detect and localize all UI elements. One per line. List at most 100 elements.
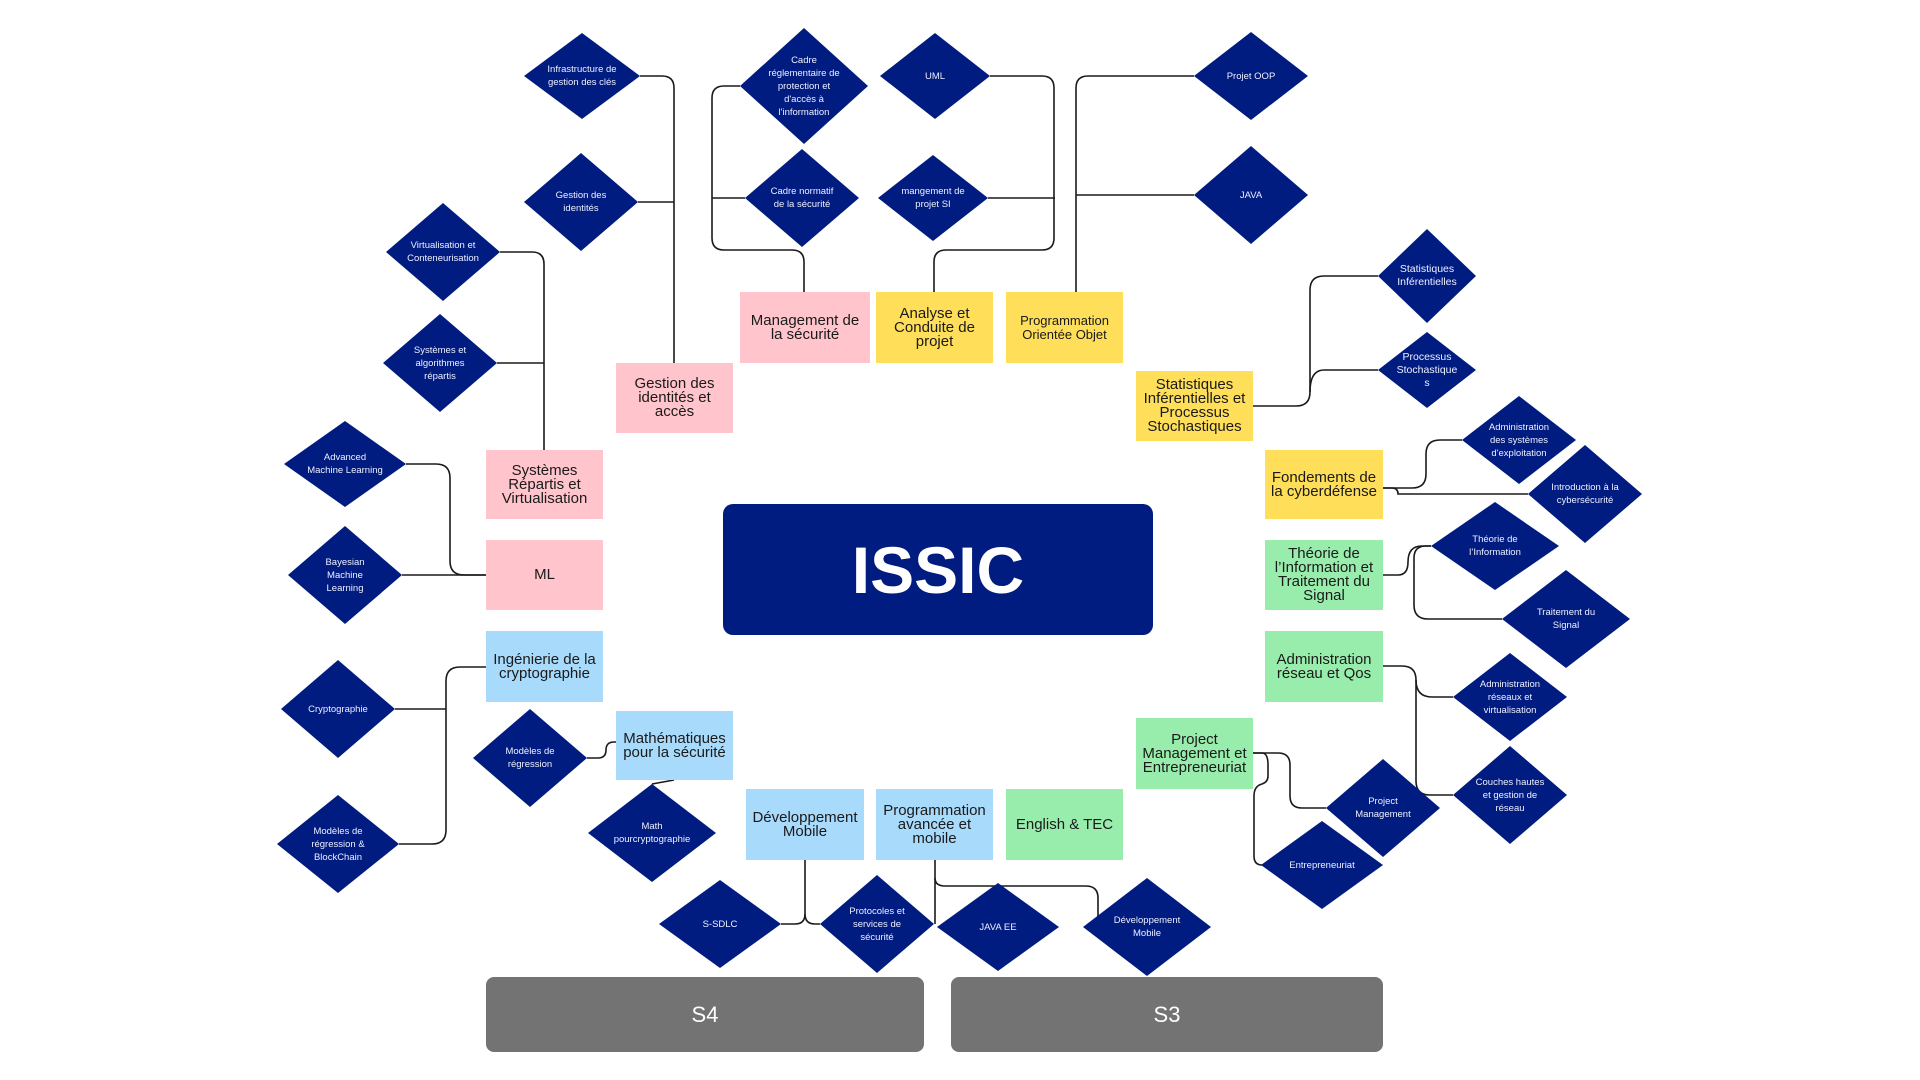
diamond-shape: [745, 149, 859, 247]
diamond-shape: [740, 28, 868, 144]
diamond-shape: [1261, 821, 1383, 909]
diamond-shape: [383, 314, 497, 412]
diamond-shape: [1194, 32, 1308, 120]
diamond-shape: [820, 875, 934, 973]
connector: [1075, 75, 1194, 292]
connector: [711, 85, 805, 292]
diamond-shape: [1453, 653, 1567, 741]
element-label: Infrastructure de gestion des clés: [547, 64, 617, 88]
diamond-shape: [1462, 396, 1576, 484]
diamond-shape: [288, 526, 402, 624]
element-label: Cadre réglementaire de protection et d'a…: [768, 54, 840, 118]
diamond-shape: [277, 795, 399, 893]
connector: [651, 779, 675, 785]
element-label: Traitement du Signal: [1536, 607, 1596, 631]
element-java-ee: JAVA EE: [937, 883, 1059, 971]
connector: [933, 75, 1055, 292]
connector: [406, 463, 486, 576]
element-label: Advanced Machine Learning: [307, 452, 383, 476]
element-label: Processus Stochastiques: [1396, 350, 1458, 389]
semester-s3-bar: S3: [951, 977, 1383, 1052]
diamond-shape: [878, 155, 988, 241]
connector: [1253, 275, 1378, 407]
element-systemes-algo: Systèmes et algorithmes répartis: [383, 314, 497, 412]
semester-s4-label: S4: [691, 1001, 719, 1027]
module-project-management: Project Management et Entrepreneuriat: [1136, 718, 1253, 789]
connector: [500, 251, 545, 450]
module-label: Mathématiques pour la sécurité: [623, 729, 726, 761]
element-advanced-ml: Advanced Machine Learning: [284, 421, 406, 507]
element-label: Développement Mobile: [1113, 915, 1181, 939]
element-processus-stochastiques: Processus Stochastiques: [1378, 332, 1476, 408]
diamond-shape: [659, 880, 781, 968]
module-label: Ingénierie de la cryptographie: [493, 650, 596, 682]
module-label: Systèmes Répartis et Virtualisation: [501, 461, 588, 507]
module-label: Management de la sécurité: [750, 311, 860, 343]
diamond-shape: [524, 153, 638, 251]
module-ingenierie-crypto: Ingénierie de la cryptographie: [486, 631, 603, 702]
element-projet-oop: Projet OOP: [1194, 32, 1308, 120]
element-label: Cadre normatif de la sécurité: [770, 186, 834, 210]
element-label: Entrepreneuriat: [1289, 859, 1355, 871]
element-label: Administration réseaux et virtualisation: [1479, 678, 1541, 716]
diamond-shape: [1194, 146, 1308, 244]
element-cadre-reglementaire: Cadre réglementaire de protection et d'a…: [740, 28, 868, 144]
module-theorie-information: Théorie de l’Information et Traitement d…: [1265, 540, 1383, 610]
element-label: Bayesian Machine Learning: [325, 556, 365, 594]
module-developpement-mobile: Développement Mobile: [746, 789, 864, 860]
module-label: Project Management et Entrepreneuriat: [1142, 730, 1247, 776]
diamond-shape: [1528, 445, 1642, 543]
module-label: Programmation Orientée Objet: [1020, 312, 1109, 342]
connector: [781, 860, 806, 925]
element-label: Gestion des identités: [555, 190, 607, 214]
element-theorie-info: Théorie de l’Information: [1431, 502, 1559, 590]
element-label: UML: [924, 70, 946, 82]
element-cryptographie: Cryptographie: [281, 660, 395, 758]
module-label: Administration réseau et Qos: [1276, 650, 1372, 682]
element-modeles-regression: Modèles de régression: [473, 709, 587, 807]
element-label: JAVA: [1239, 189, 1263, 201]
element-label: JAVA EE: [979, 921, 1017, 933]
diamond-shape: [1502, 570, 1630, 668]
diamond-shape: [524, 33, 640, 119]
element-modeles-blockchain: Modèles de régression & BlockChain: [277, 795, 399, 893]
module-administration-reseau: Administration réseau et Qos: [1265, 631, 1383, 702]
connector: [1413, 545, 1502, 620]
connector: [587, 741, 616, 759]
element-label: Théorie de l’Information: [1469, 534, 1521, 558]
connector: [1383, 439, 1462, 489]
element-label: Projet OOP: [1226, 70, 1276, 82]
module-mathematiques-securite: Mathématiques pour la sécurité: [616, 711, 733, 780]
element-dev-mobile: Développement Mobile: [1083, 878, 1211, 976]
element-label: Cryptographie: [308, 703, 368, 715]
element-label: Systèmes et algorithmes répartis: [413, 344, 467, 382]
diamond-shape: [880, 33, 990, 119]
element-label: Protocoles et services de sécurité: [849, 905, 905, 943]
module-label: Fondements de la cyberdéfense: [1271, 468, 1377, 500]
module-label: ML: [534, 566, 555, 583]
diamond-shape: [588, 784, 716, 882]
element-admin-reseaux-virt: Administration réseaux et virtualisation: [1453, 653, 1567, 741]
connector: [1383, 665, 1453, 698]
module-programmation-oo: Programmation Orientée Objet: [1006, 292, 1123, 363]
element-label: mangement de projet SI: [901, 186, 965, 210]
connector: [1383, 487, 1528, 495]
element-math-crypto: Math pourcryptographie: [588, 784, 716, 882]
module-english-tec: English & TEC: [1006, 789, 1123, 860]
diamond-shape: [1326, 759, 1440, 857]
element-virtualisation: Virtualisation et Conteneurisation: [386, 203, 500, 301]
element-entrepreneuriat: Entrepreneuriat: [1261, 821, 1383, 909]
element-project-mgmt: Project Management: [1326, 759, 1440, 857]
diamond-shape: [473, 709, 587, 807]
module-label: Gestion des identités et accès: [634, 375, 715, 420]
module-label: Programmation avancée et mobile: [883, 801, 986, 847]
element-label: Statistiques Inférentielles: [1397, 263, 1457, 288]
connector: [640, 75, 675, 363]
diamond-shape: [1378, 229, 1476, 323]
element-management-projet-si: mangement de projet SI: [878, 155, 988, 241]
diamond-shape: [1378, 332, 1476, 408]
module-label: Théorie de l’Information et Traitement d…: [1274, 545, 1374, 604]
module-management-securite: Management de la sécurité: [740, 292, 870, 363]
diamond-shape: [284, 421, 406, 507]
